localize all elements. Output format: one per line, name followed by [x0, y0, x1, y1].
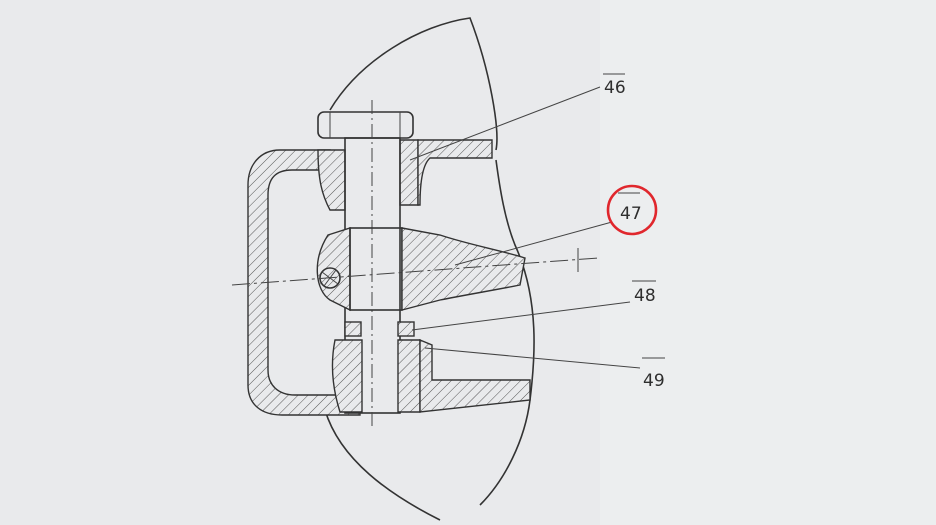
highlight-circle: [606, 184, 658, 236]
housing-outline-top: [329, 17, 498, 151]
upper-boss-left: [317, 149, 346, 211]
paper-light-area: [600, 0, 936, 525]
lever-centerline: [231, 257, 599, 286]
callout-48: 48: [632, 280, 656, 306]
callout-48-label: 48: [634, 286, 656, 306]
housing-outline-right: [479, 159, 535, 506]
lower-housing-arm: [419, 338, 531, 413]
seal-left: [344, 321, 362, 337]
lever-arm: [401, 227, 526, 311]
callout-47: 47: [606, 184, 658, 236]
callout-46: 46: [603, 73, 626, 98]
leader-line-48: [411, 301, 631, 331]
leader-line-46: [409, 86, 601, 161]
leader-line-49: [424, 347, 641, 369]
callout-46-label: 46: [604, 78, 626, 98]
lower-bushing-left: [331, 339, 363, 413]
callout-49-label: 49: [643, 371, 665, 391]
set-screw-circle: [319, 267, 341, 289]
lower-bushing-right: [397, 339, 421, 413]
callout-49: 49: [642, 357, 665, 391]
housing-outline-bottom: [324, 409, 441, 521]
leader-line-47: [454, 221, 613, 266]
seal-right: [397, 321, 415, 337]
upper-bushing: [399, 139, 419, 206]
callout-47-label: 47: [620, 204, 642, 224]
upper-housing-arm: [417, 139, 493, 206]
